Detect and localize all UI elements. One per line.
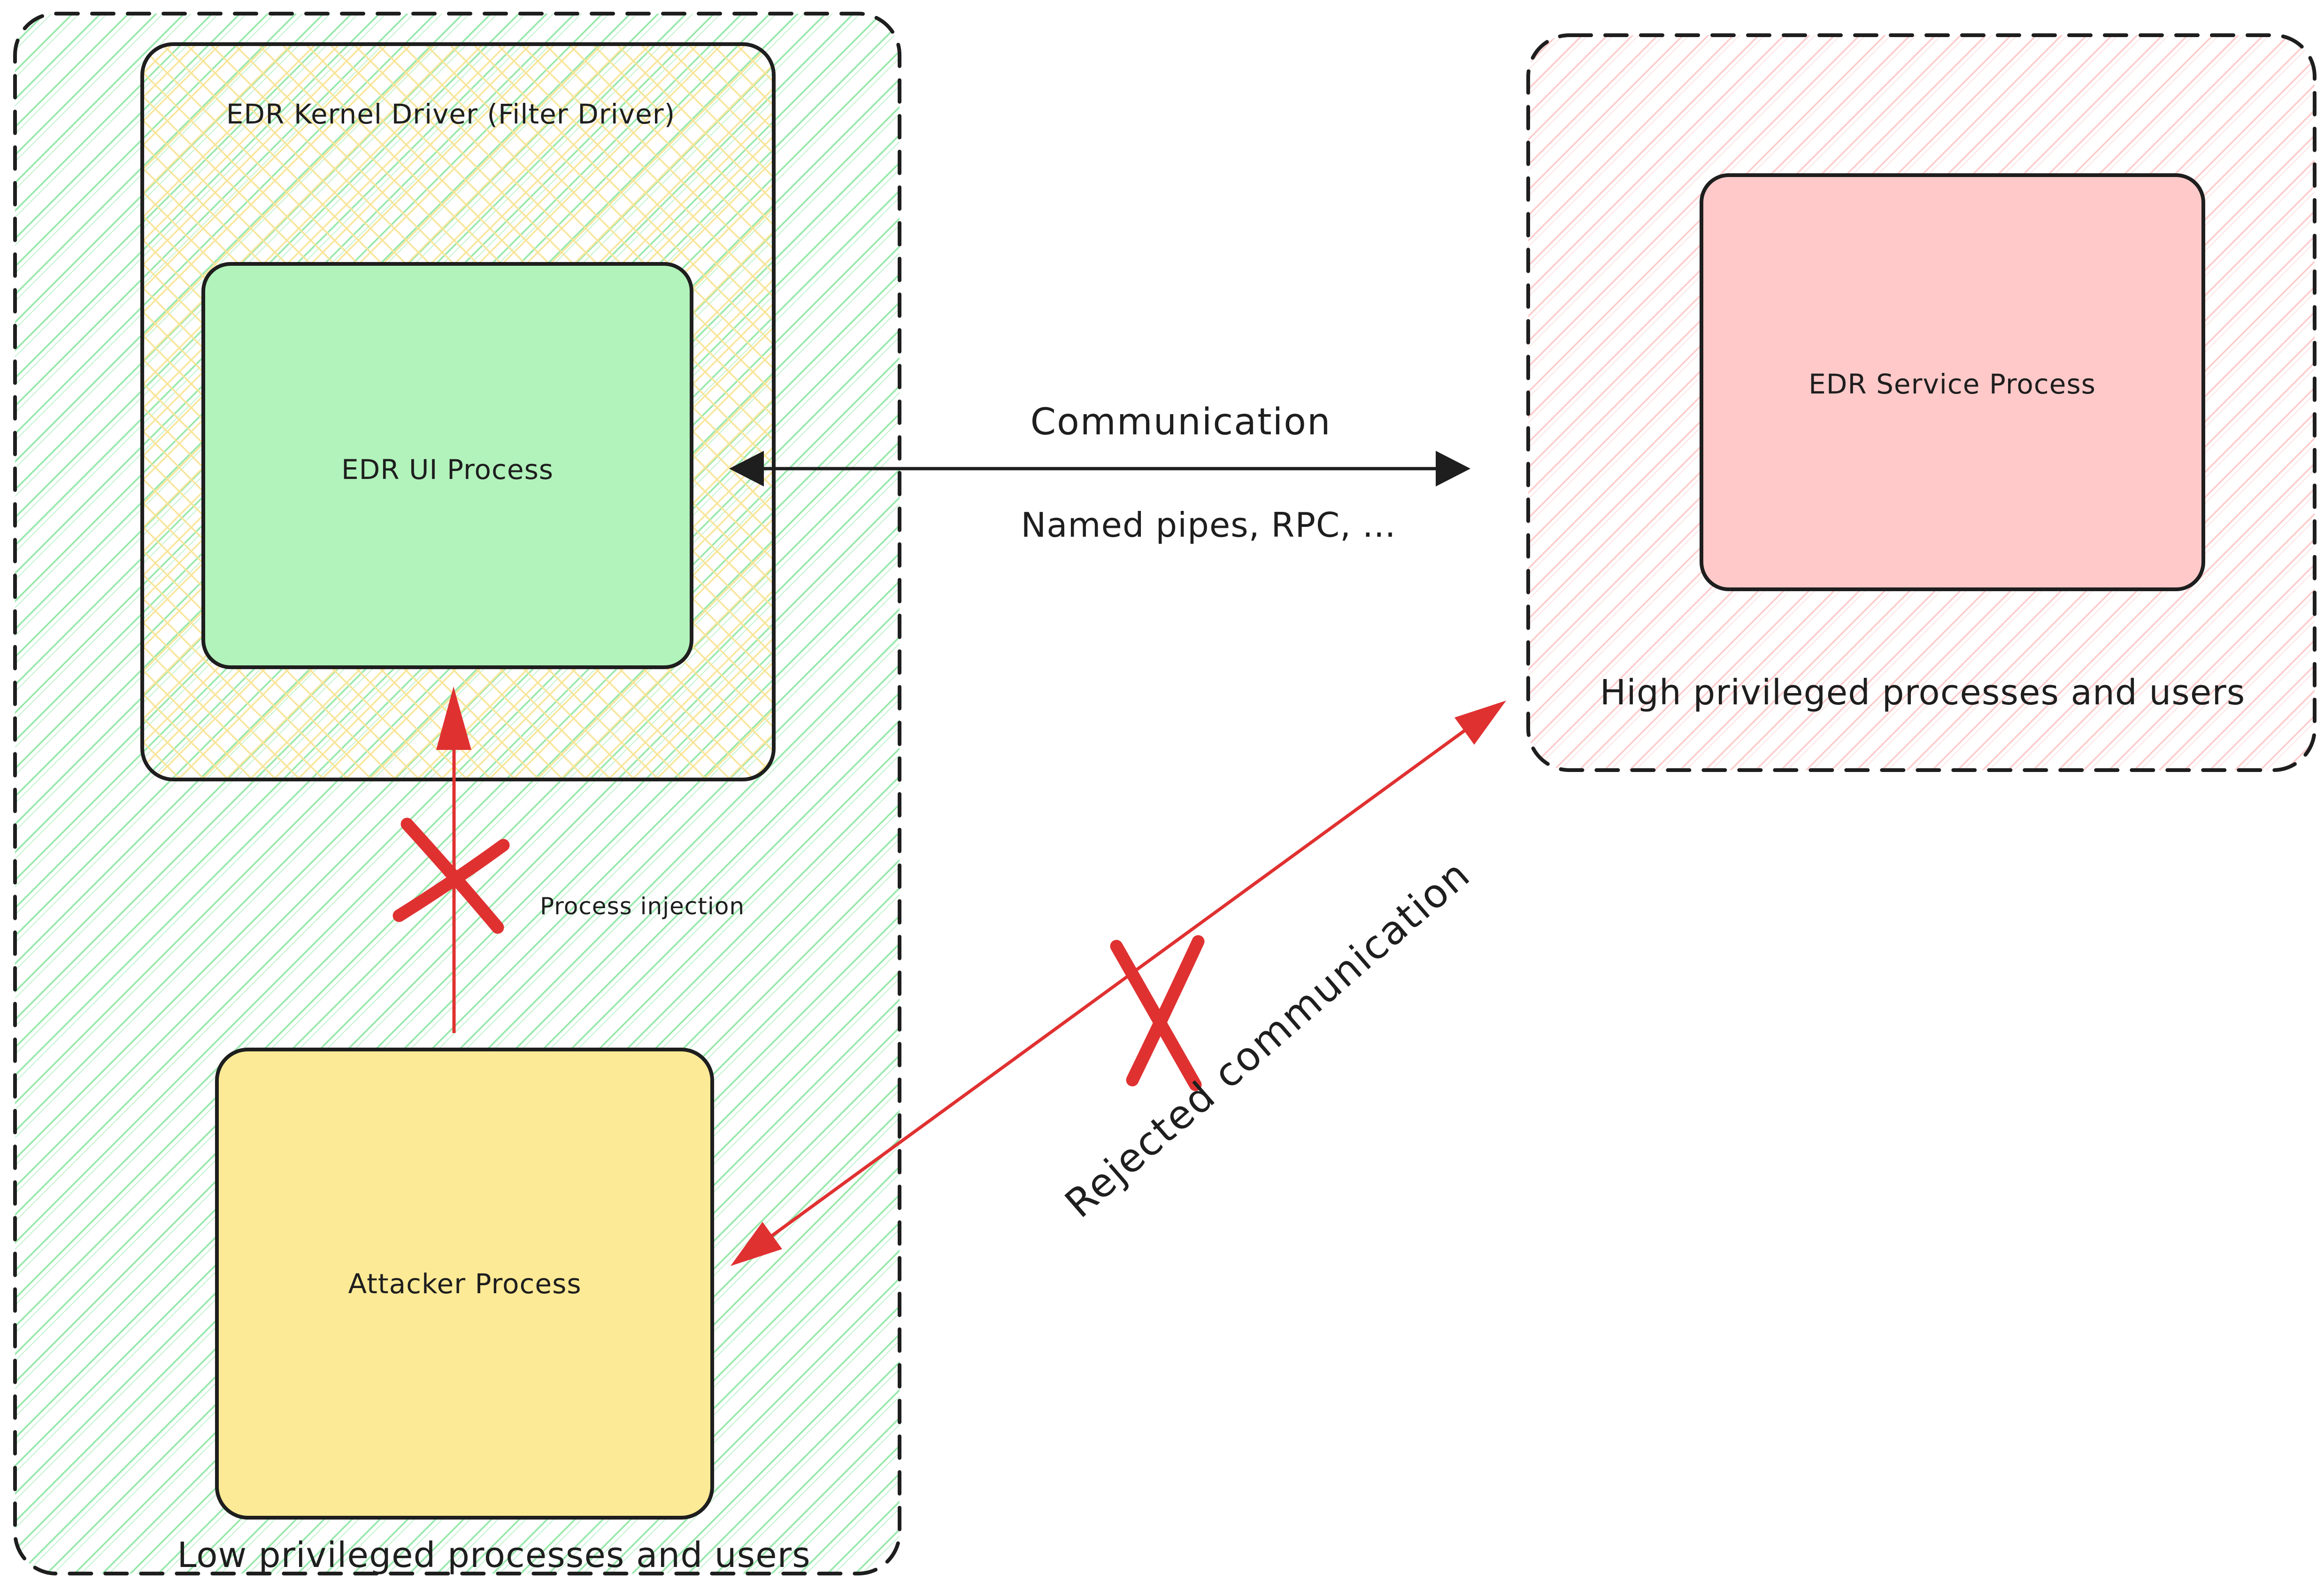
blocked-cross-icon — [392, 818, 510, 934]
service-box — [1700, 173, 2205, 591]
ui-process-label: EDR UI Process — [341, 454, 554, 486]
communication-label: Communication — [1031, 401, 1331, 443]
attacker-label: Attacker Process — [348, 1268, 581, 1300]
arrowhead-up-icon — [436, 687, 471, 750]
zone-high-label: High privileged processes and users — [1600, 672, 2246, 713]
arrowhead-down-left-icon — [731, 1222, 782, 1266]
ui-process-box — [201, 262, 693, 669]
blocked-cross-icon — [1110, 935, 1205, 1091]
attacker-box — [215, 1048, 714, 1520]
rejected-communication-arrow — [731, 701, 1506, 1266]
communication-sublabel: Named pipes, RPC, ... — [1021, 505, 1396, 545]
service-label: EDR Service Process — [1808, 368, 2096, 400]
arrowhead-right-icon — [1436, 451, 1470, 486]
kernel-driver-label: EDR Kernel Driver (Filter Driver) — [226, 98, 675, 130]
arrowhead-left-icon — [729, 451, 764, 486]
zone-low-label: Low privileged processes and users — [177, 1535, 810, 1575]
process-injection-arrow — [392, 687, 510, 1033]
arrowhead-up-right-icon — [1454, 701, 1506, 745]
rejected-communication-label: Rejected communication — [1056, 851, 1479, 1227]
communication-arrow — [729, 451, 1470, 486]
rejected-arrow-line — [768, 728, 1467, 1239]
process-injection-label: Process injection — [540, 893, 745, 920]
